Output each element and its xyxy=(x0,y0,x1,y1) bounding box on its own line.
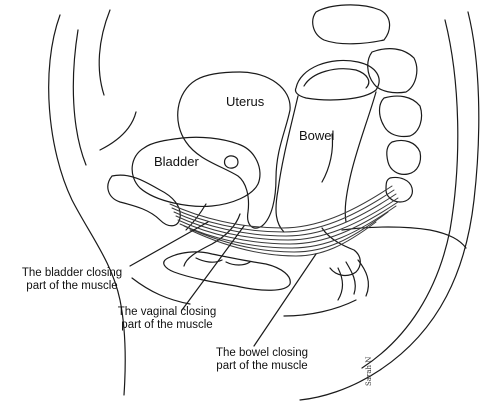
bladder-callout-line2: part of the muscle xyxy=(2,280,142,293)
artist-signature: Sarah N xyxy=(365,357,373,386)
pubic-bone xyxy=(108,175,180,226)
inner-abdomen-line xyxy=(99,10,110,95)
gluteal-line xyxy=(284,300,356,316)
vertebra-4 xyxy=(387,140,421,174)
uterus-label: Uterus xyxy=(226,95,264,109)
bowel-label: Bowel xyxy=(299,129,334,143)
bowel-left-wall xyxy=(276,96,298,232)
front-body-outline xyxy=(49,15,126,395)
vertebra-1 xyxy=(313,5,390,44)
perineum-outline xyxy=(164,252,291,290)
abdominal-wall-line xyxy=(73,30,86,165)
bowel-muscle-callout: The bowel closing part of the muscle xyxy=(196,347,328,373)
bladder-muscle-leader xyxy=(130,222,208,266)
back-body-outline xyxy=(300,12,479,400)
bowel-right-wall xyxy=(345,92,376,222)
bowel-rim-inner xyxy=(304,69,369,88)
anal-sphincter xyxy=(338,260,368,300)
bowel-callout-line2: part of the muscle xyxy=(196,360,328,373)
vertebra-3 xyxy=(380,96,422,136)
bowel-muscle-leader xyxy=(254,254,316,346)
vaginal-muscle-callout: The vaginal closing part of the muscle xyxy=(100,306,234,332)
vaginal-callout-line1: The vaginal closing xyxy=(100,306,234,319)
bladder-shape xyxy=(132,137,260,206)
bowel-callout-line1: The bowel closing xyxy=(196,347,328,360)
bladder-label: Bladder xyxy=(154,155,199,169)
bladder-opening xyxy=(225,156,239,168)
vaginal-muscle-leader xyxy=(182,226,244,310)
vaginal-callout-line2: part of the muscle xyxy=(100,319,234,332)
labia-detail xyxy=(196,258,250,265)
abdomen-inner-curve xyxy=(100,112,136,150)
anal-canal xyxy=(322,228,360,275)
bladder-muscle-callout: The bladder closing part of the muscle xyxy=(2,267,142,293)
pelvic-floor-muscle xyxy=(170,186,398,256)
bladder-callout-line1: The bladder closing xyxy=(2,267,142,280)
